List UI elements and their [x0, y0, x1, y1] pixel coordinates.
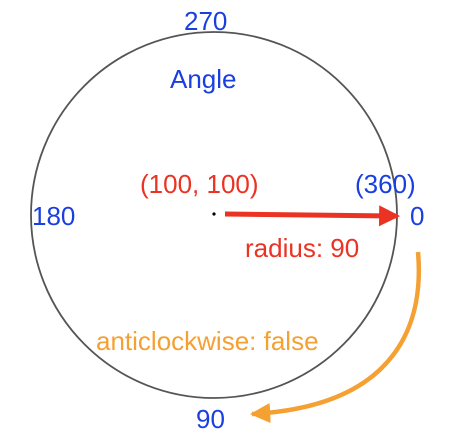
angle-90-label: 90 — [196, 404, 225, 434]
anticlockwise-arrow — [249, 251, 422, 424]
angle-270-label: 270 — [184, 6, 228, 36]
anticlockwise-label: anticlockwise: false — [96, 326, 319, 356]
angle-180-label: 180 — [32, 201, 76, 231]
angle-360-label: (360) — [355, 169, 416, 199]
angle-title: Angle — [170, 64, 237, 94]
radius-label: radius: 90 — [245, 233, 360, 263]
center-coords-label: (100, 100) — [140, 169, 259, 199]
radius-arrow — [224, 205, 401, 227]
angle-0-label: 0 — [410, 201, 425, 231]
center-point — [212, 212, 216, 216]
